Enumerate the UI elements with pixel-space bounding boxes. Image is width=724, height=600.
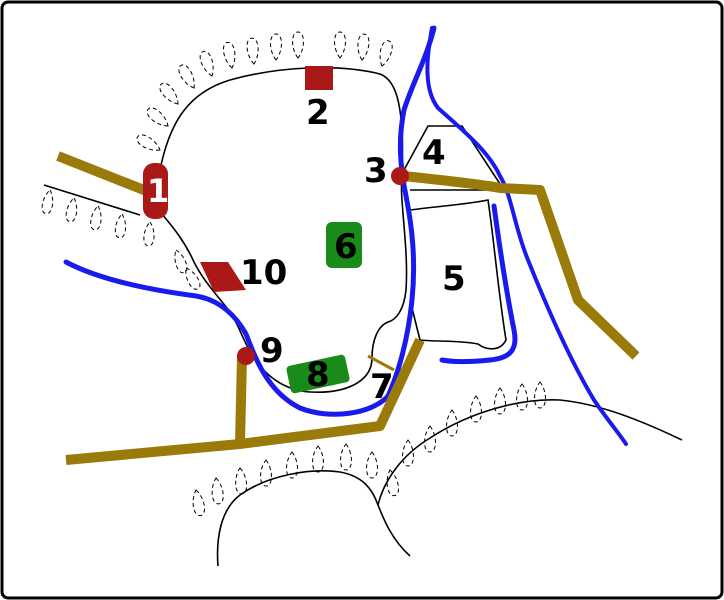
label-3: 3 [364, 151, 388, 191]
slope-mark [516, 383, 528, 411]
label-6: 6 [334, 227, 358, 267]
slope-mark [470, 395, 482, 423]
slope-mark [211, 477, 224, 505]
slope-mark [41, 189, 54, 215]
slope-mark [192, 489, 206, 517]
road-west [56, 151, 156, 199]
slope-mark [136, 134, 161, 151]
road-east [403, 171, 640, 360]
label-1: 1 [147, 172, 169, 210]
label-7: 7 [370, 367, 394, 407]
slope-mark [494, 387, 506, 415]
slope-mark [222, 41, 236, 69]
slope-mark [146, 107, 169, 127]
building-10 [200, 262, 246, 292]
slope-mark [90, 205, 102, 231]
label-4: 4 [422, 133, 446, 173]
gate-7-bar [367, 354, 395, 372]
road-south-spur [235, 355, 247, 445]
slope-mark [446, 409, 458, 437]
slope-mark [174, 249, 188, 274]
slope-mark [340, 443, 352, 471]
slope-mark [334, 31, 346, 59]
slope-mark [534, 381, 546, 409]
label-9: 9 [260, 331, 284, 371]
gate-2-tower [305, 66, 333, 90]
slope-mark [357, 33, 370, 61]
west-ridge-line [43, 184, 141, 216]
slope-mark [178, 64, 195, 89]
label-10: 10 [240, 253, 287, 293]
gate-1-tower [143, 163, 168, 219]
green-area-6 [326, 222, 362, 268]
slope-mark [286, 451, 298, 479]
slope-mark [366, 451, 378, 479]
slope-mark [402, 439, 414, 467]
slope-hatching [41, 31, 546, 517]
slope-mark [114, 213, 127, 239]
slope-mark [143, 221, 155, 247]
bailey-5-outline [409, 199, 507, 350]
hill-outline-lower-left [216, 470, 411, 567]
river-inner-channel [439, 203, 518, 364]
slope-mark [185, 267, 201, 290]
slope-mark [246, 37, 259, 65]
road-south [65, 337, 425, 465]
green-area-8 [286, 354, 350, 394]
hill-outline-lower-right [377, 399, 683, 506]
slope-mark [379, 40, 393, 67]
slope-mark [260, 459, 272, 487]
slope-mark [199, 50, 214, 77]
castle-plateau-outline [156, 66, 408, 393]
label-8: 8 [306, 355, 330, 395]
river-east-branch [425, 26, 628, 446]
slope-mark [159, 82, 179, 105]
slope-mark [292, 31, 304, 59]
slope-mark [312, 445, 324, 473]
river-main [63, 25, 437, 417]
label-5: 5 [442, 259, 466, 299]
slope-mark [65, 197, 78, 223]
gate-3-tower [391, 167, 409, 185]
label-2: 2 [306, 93, 330, 133]
bailey-4-outline [403, 125, 506, 191]
slope-mark [270, 33, 282, 61]
gate-9-tower [237, 347, 255, 365]
